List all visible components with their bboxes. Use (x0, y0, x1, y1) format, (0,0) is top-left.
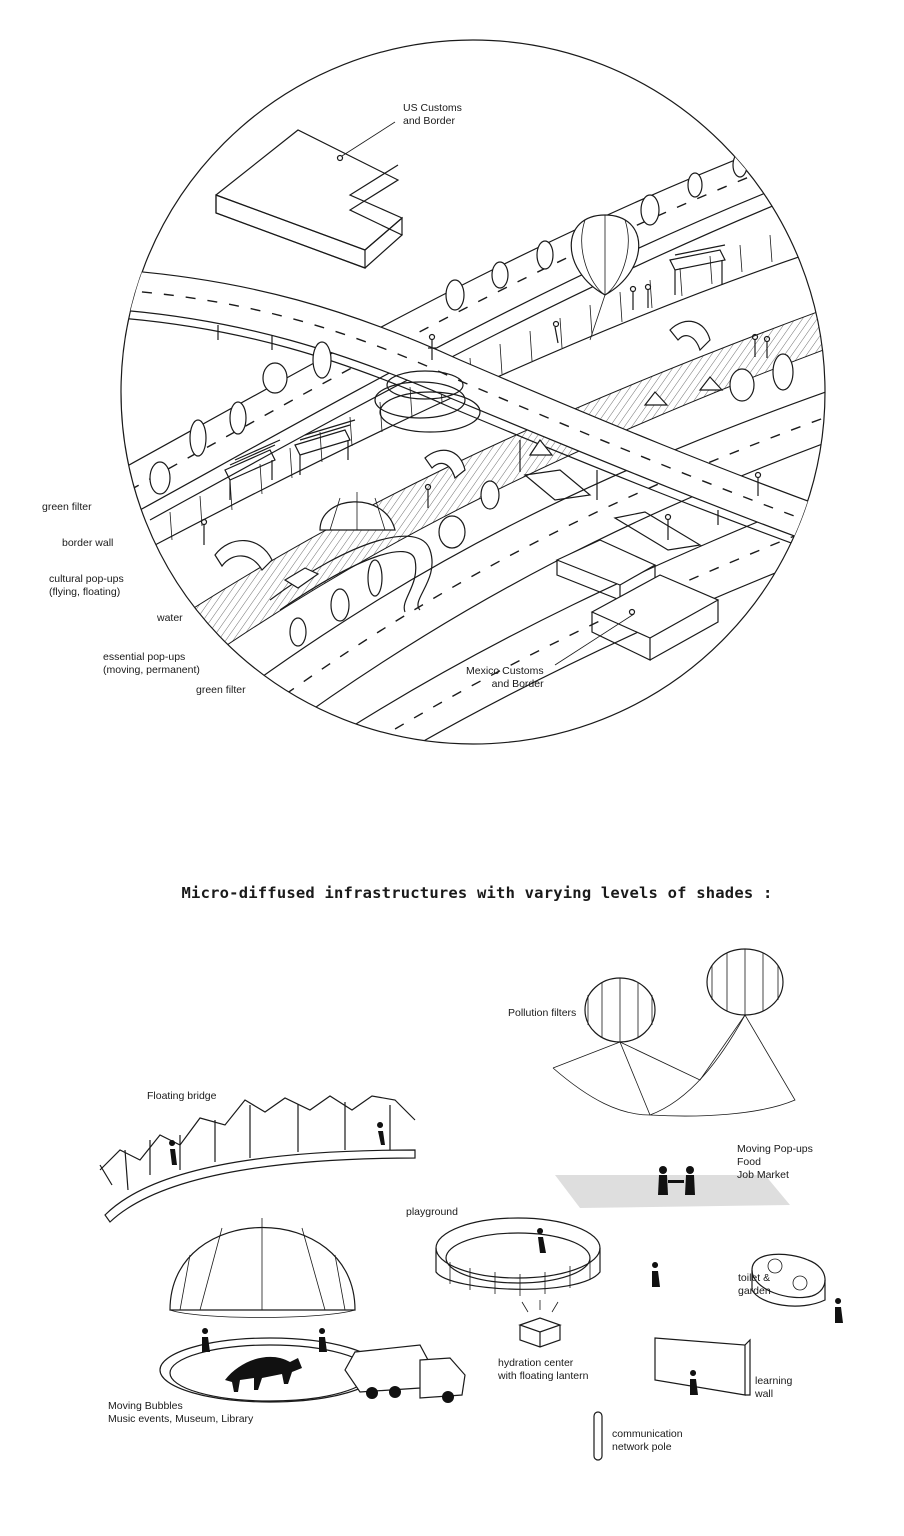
plot (613, 511, 702, 551)
tree-icon (149, 152, 794, 647)
mexico-customs-building (554, 539, 720, 666)
car-icon (283, 567, 320, 589)
pergola (669, 244, 726, 295)
tunnel (669, 320, 711, 352)
tent-icon (698, 376, 724, 391)
tunnel (424, 449, 466, 480)
legend-border-wall: border wall (62, 537, 114, 549)
person-icon (202, 1328, 210, 1352)
garbage-truck-icon (344, 1344, 466, 1403)
loop-road (269, 535, 433, 611)
pergola (294, 419, 356, 475)
person-icon (835, 1298, 843, 1323)
tent-icon (643, 391, 669, 406)
communication-pole (593, 1411, 603, 1461)
pergola (224, 439, 281, 500)
toilet-garden (751, 1253, 826, 1307)
moving-popups (555, 1166, 790, 1208)
dinosaur-skeleton-icon (225, 1356, 302, 1392)
legend-cultural-popups: cultural pop-ups (flying, floating) (49, 573, 124, 598)
toilet-garden-label: toilet & garden (738, 1272, 771, 1297)
learning-wall (654, 1337, 751, 1396)
section-heading: Micro-diffused infrastructures with vary… (181, 884, 773, 902)
hydration-center-label: hydration center with floating lantern (498, 1357, 589, 1382)
communication-pole-label: communication network pole (612, 1428, 683, 1453)
moving-bubbles-label: Moving Bubbles Music events, Museum, Lib… (108, 1400, 254, 1425)
pollution-filters-label: Pollution filters (508, 1007, 577, 1019)
person-icon (652, 1262, 660, 1287)
people-at-table-icon (658, 1166, 695, 1195)
mexico-customs-label: Mexico Customs and Border (466, 665, 544, 690)
legend-green-filter: green filter (42, 501, 92, 513)
playground (435, 1217, 601, 1296)
elevated-highway (121, 269, 825, 569)
learning-wall-label: learning wall (755, 1375, 793, 1400)
hydration-center (518, 1300, 562, 1348)
spiral-ramp (374, 370, 481, 433)
us-customs-label: US Customs and Border (403, 102, 462, 127)
balloon-icon (570, 214, 640, 341)
moving-bubbles (159, 1218, 466, 1403)
playground-label: playground (406, 1206, 458, 1218)
person-icon (200, 283, 771, 545)
tunnel (214, 540, 273, 571)
floating-bridge-label: Floating bridge (147, 1090, 217, 1102)
legend-essential-popups: essential pop-ups (moving, permanent) (103, 651, 200, 676)
plot (523, 469, 592, 501)
person-icon (690, 1370, 698, 1395)
floating-bridge (99, 1095, 416, 1223)
tent-icon (528, 438, 554, 456)
moving-popups-label: Moving Pop-ups Food Job Market (737, 1143, 813, 1181)
person-icon (319, 1328, 327, 1352)
dome (319, 501, 396, 531)
legend-water: water (157, 612, 183, 624)
us-customs-building (215, 121, 404, 269)
border-map (120, 39, 826, 745)
pollution-filters (552, 948, 796, 1117)
legend-green-filter-2: green filter (196, 684, 246, 696)
